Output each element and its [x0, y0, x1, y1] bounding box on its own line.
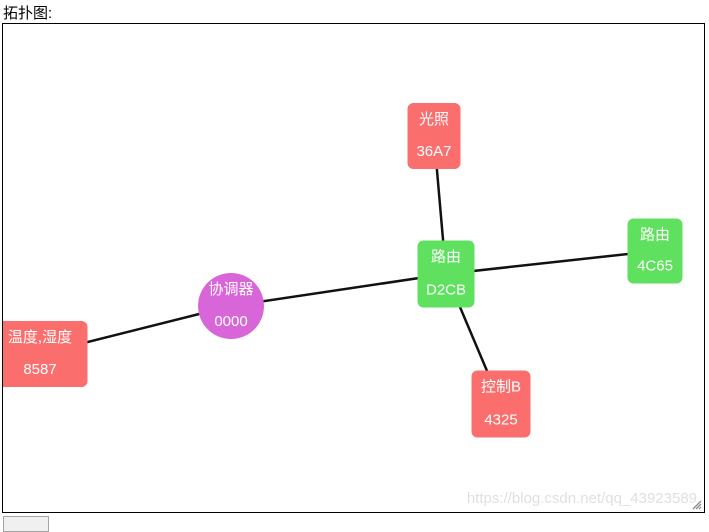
- node-id: D2CB: [425, 281, 466, 299]
- node-4325[interactable]: 控制B 4325: [471, 370, 531, 438]
- bottom-left-partial-button[interactable]: [3, 516, 49, 532]
- node-id: 4325: [484, 411, 518, 429]
- node-0000[interactable]: 协调器 0000: [198, 273, 264, 339]
- node-id: 0000: [214, 313, 248, 330]
- node-id: 8587: [23, 361, 57, 378]
- node-id: 36A7: [416, 143, 452, 160]
- edge-layer: [39, 135, 656, 405]
- edge-0000-D2CB: [230, 272, 447, 308]
- node-D2CB[interactable]: 路由 D2CB: [417, 240, 475, 308]
- watermark-text: https://blog.csdn.net/qq_43923589: [466, 490, 697, 507]
- node-36A7[interactable]: 光照 36A7: [407, 103, 461, 169]
- page-title: 拓扑图:: [3, 5, 53, 22]
- node-label: 温度,湿度: [7, 329, 73, 346]
- node-label: 路由: [639, 226, 670, 244]
- resize-grip-icon[interactable]: [690, 498, 702, 510]
- node-label: 控制B: [480, 378, 521, 396]
- node-id: 4C65: [637, 257, 673, 275]
- node-label: 路由: [430, 248, 461, 266]
- node-4C65[interactable]: 路由 4C65: [627, 218, 683, 284]
- node-label: 光照: [418, 111, 449, 128]
- node-label: 协调器: [208, 281, 254, 298]
- node-8587[interactable]: 温度,湿度 8587: [3, 321, 88, 387]
- edge-D2CB-4C65: [445, 249, 656, 276]
- topology-canvas[interactable]: https://blog.csdn.net/qq_43923589 光照 36A7…: [2, 23, 705, 513]
